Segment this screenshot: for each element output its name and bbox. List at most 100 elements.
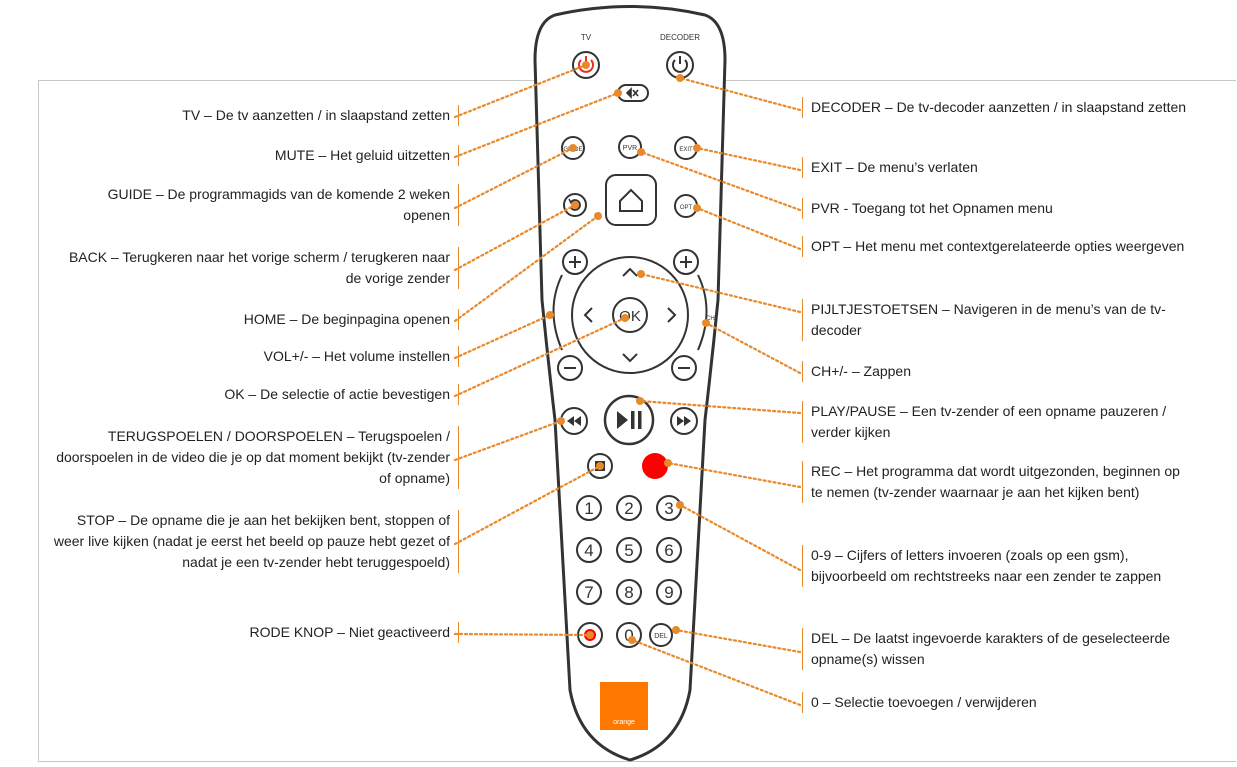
svg-text:8: 8: [624, 583, 633, 602]
connector-exit: [695, 146, 802, 172]
fast-forward-button: [670, 407, 698, 435]
label-guide: GUIDE – De programmagids van de komende …: [60, 184, 459, 226]
connector-rewind: [453, 419, 563, 462]
svg-text:DEL: DEL: [654, 633, 668, 640]
svg-text:9: 9: [664, 583, 673, 602]
ok-button: OK: [612, 297, 648, 333]
connector-digits: [678, 503, 802, 572]
power-icon: [672, 56, 688, 73]
digit-button-7: 7: [576, 579, 602, 605]
decoder-top-label: DECODER: [660, 33, 700, 42]
connector-dot-decoder: [676, 74, 684, 82]
label-ch: CH+/- – Zappen: [802, 361, 1191, 382]
connector-arrows: [639, 272, 802, 314]
connector-stop: [453, 464, 602, 546]
connector-dot-play: [636, 397, 644, 405]
connector-dot-ch: [702, 319, 710, 327]
digit-button-1: 1: [576, 495, 602, 521]
connector-dot-mute: [614, 89, 622, 97]
connector-dot-back: [571, 201, 579, 209]
connector-decoder: [678, 76, 802, 112]
plus-icon: [569, 256, 581, 268]
fast-forward-icon: [677, 416, 691, 426]
arrow-up-icon: [622, 267, 638, 277]
connector-guide: [453, 146, 575, 210]
connector-del: [674, 628, 802, 654]
orange-logo: orange: [600, 682, 648, 730]
label-rewind: TERUGSPOELEN / DOORSPOELEN – Terugspoele…: [50, 426, 459, 489]
connector-dot-guide: [569, 144, 577, 152]
rewind-icon: [567, 416, 581, 426]
connector-dot-opt: [693, 204, 701, 212]
svg-text:EXIT: EXIT: [679, 147, 693, 153]
vol-plus-button: [562, 249, 588, 275]
connector-dot-pvr: [637, 148, 645, 156]
digit-button-6: 6: [656, 537, 682, 563]
connector-vol: [453, 313, 552, 360]
svg-text:7: 7: [584, 583, 593, 602]
label-back: BACK – Terugkeren naar het vorige scherm…: [60, 247, 459, 289]
del-button: DEL: [649, 623, 673, 647]
digit-button-0: 0: [616, 622, 642, 648]
svg-text:0: 0: [624, 626, 633, 645]
label-tv: TV – De tv aanzetten / in slaapstand zet…: [60, 105, 459, 126]
connector-dot-ok: [621, 314, 629, 322]
digit-button-9: 9: [656, 579, 682, 605]
connector-dot-arrows: [637, 270, 645, 278]
connector-dot-rewind: [557, 417, 565, 425]
back-icon: [570, 199, 581, 211]
connector-dot-zero: [628, 636, 636, 644]
connector-lines: [453, 61, 802, 707]
connector-dot-vol: [546, 311, 554, 319]
label-red: RODE KNOP – Niet geactiveerd: [60, 622, 459, 643]
svg-text:6: 6: [664, 541, 673, 560]
vol-minus-button: [557, 355, 583, 381]
decoder-power-button: [666, 51, 694, 79]
connector-opt: [695, 206, 802, 251]
svg-text:PVR: PVR: [623, 145, 637, 152]
arrow-down-icon: [622, 353, 638, 363]
exit-button: EXIT: [674, 136, 698, 160]
connector-mute: [453, 91, 620, 159]
label-arrows: PIJLTJESTOETSEN – Navigeren in de menu’s…: [802, 299, 1191, 341]
ch-rocker: [697, 274, 708, 351]
label-opt: OPT – Het menu met contextgerelateerde o…: [802, 236, 1191, 257]
label-decoder: DECODER – De tv-decoder aanzetten / in s…: [802, 97, 1191, 118]
plus-icon: [680, 256, 692, 268]
digit-button-2: 2: [616, 495, 642, 521]
ch-minus-button: [671, 355, 697, 381]
connector-dot-exit: [693, 144, 701, 152]
pvr-button: PVR: [618, 135, 642, 159]
connector-pvr: [639, 150, 802, 212]
label-vol: VOL+/- – Het volume instellen: [60, 346, 459, 367]
label-mute: MUTE – Het geluid uitzetten: [60, 145, 459, 166]
connector-dot-red: [586, 631, 594, 639]
connector-dot-digits: [676, 501, 684, 509]
connector-home: [453, 214, 600, 323]
label-exit: EXIT – De menu’s verlaten: [802, 157, 1191, 178]
svg-text:1: 1: [584, 499, 593, 518]
svg-text:OPT: OPT: [680, 205, 693, 211]
arrow-right-icon: [667, 307, 677, 323]
connector-dot-rec: [664, 459, 672, 467]
svg-text:3: 3: [664, 499, 673, 518]
home-icon: [619, 188, 643, 212]
connector-red: [453, 632, 592, 637]
connector-dot-tv: [582, 61, 590, 69]
label-rec: REC – Het programma dat wordt uitgezonde…: [802, 461, 1191, 503]
label-zero: 0 – Selectie toevoegen / verwijderen: [802, 692, 1191, 713]
connector-tv: [453, 63, 588, 119]
label-del: DEL – De laatst ingevoerde karakters of …: [802, 628, 1191, 670]
mute-button: [617, 84, 649, 102]
label-play: PLAY/PAUSE – Een tv-zender of een opname…: [802, 401, 1191, 443]
svg-text:5: 5: [624, 541, 633, 560]
connector-ok: [453, 316, 627, 398]
connector-dot-del: [672, 626, 680, 634]
mute-icon: [625, 87, 639, 99]
svg-text:4: 4: [584, 541, 593, 560]
arrow-left-icon: [583, 307, 593, 323]
connector-dot-home: [594, 212, 602, 220]
connector-play: [638, 399, 802, 415]
connector-ch: [704, 321, 802, 375]
